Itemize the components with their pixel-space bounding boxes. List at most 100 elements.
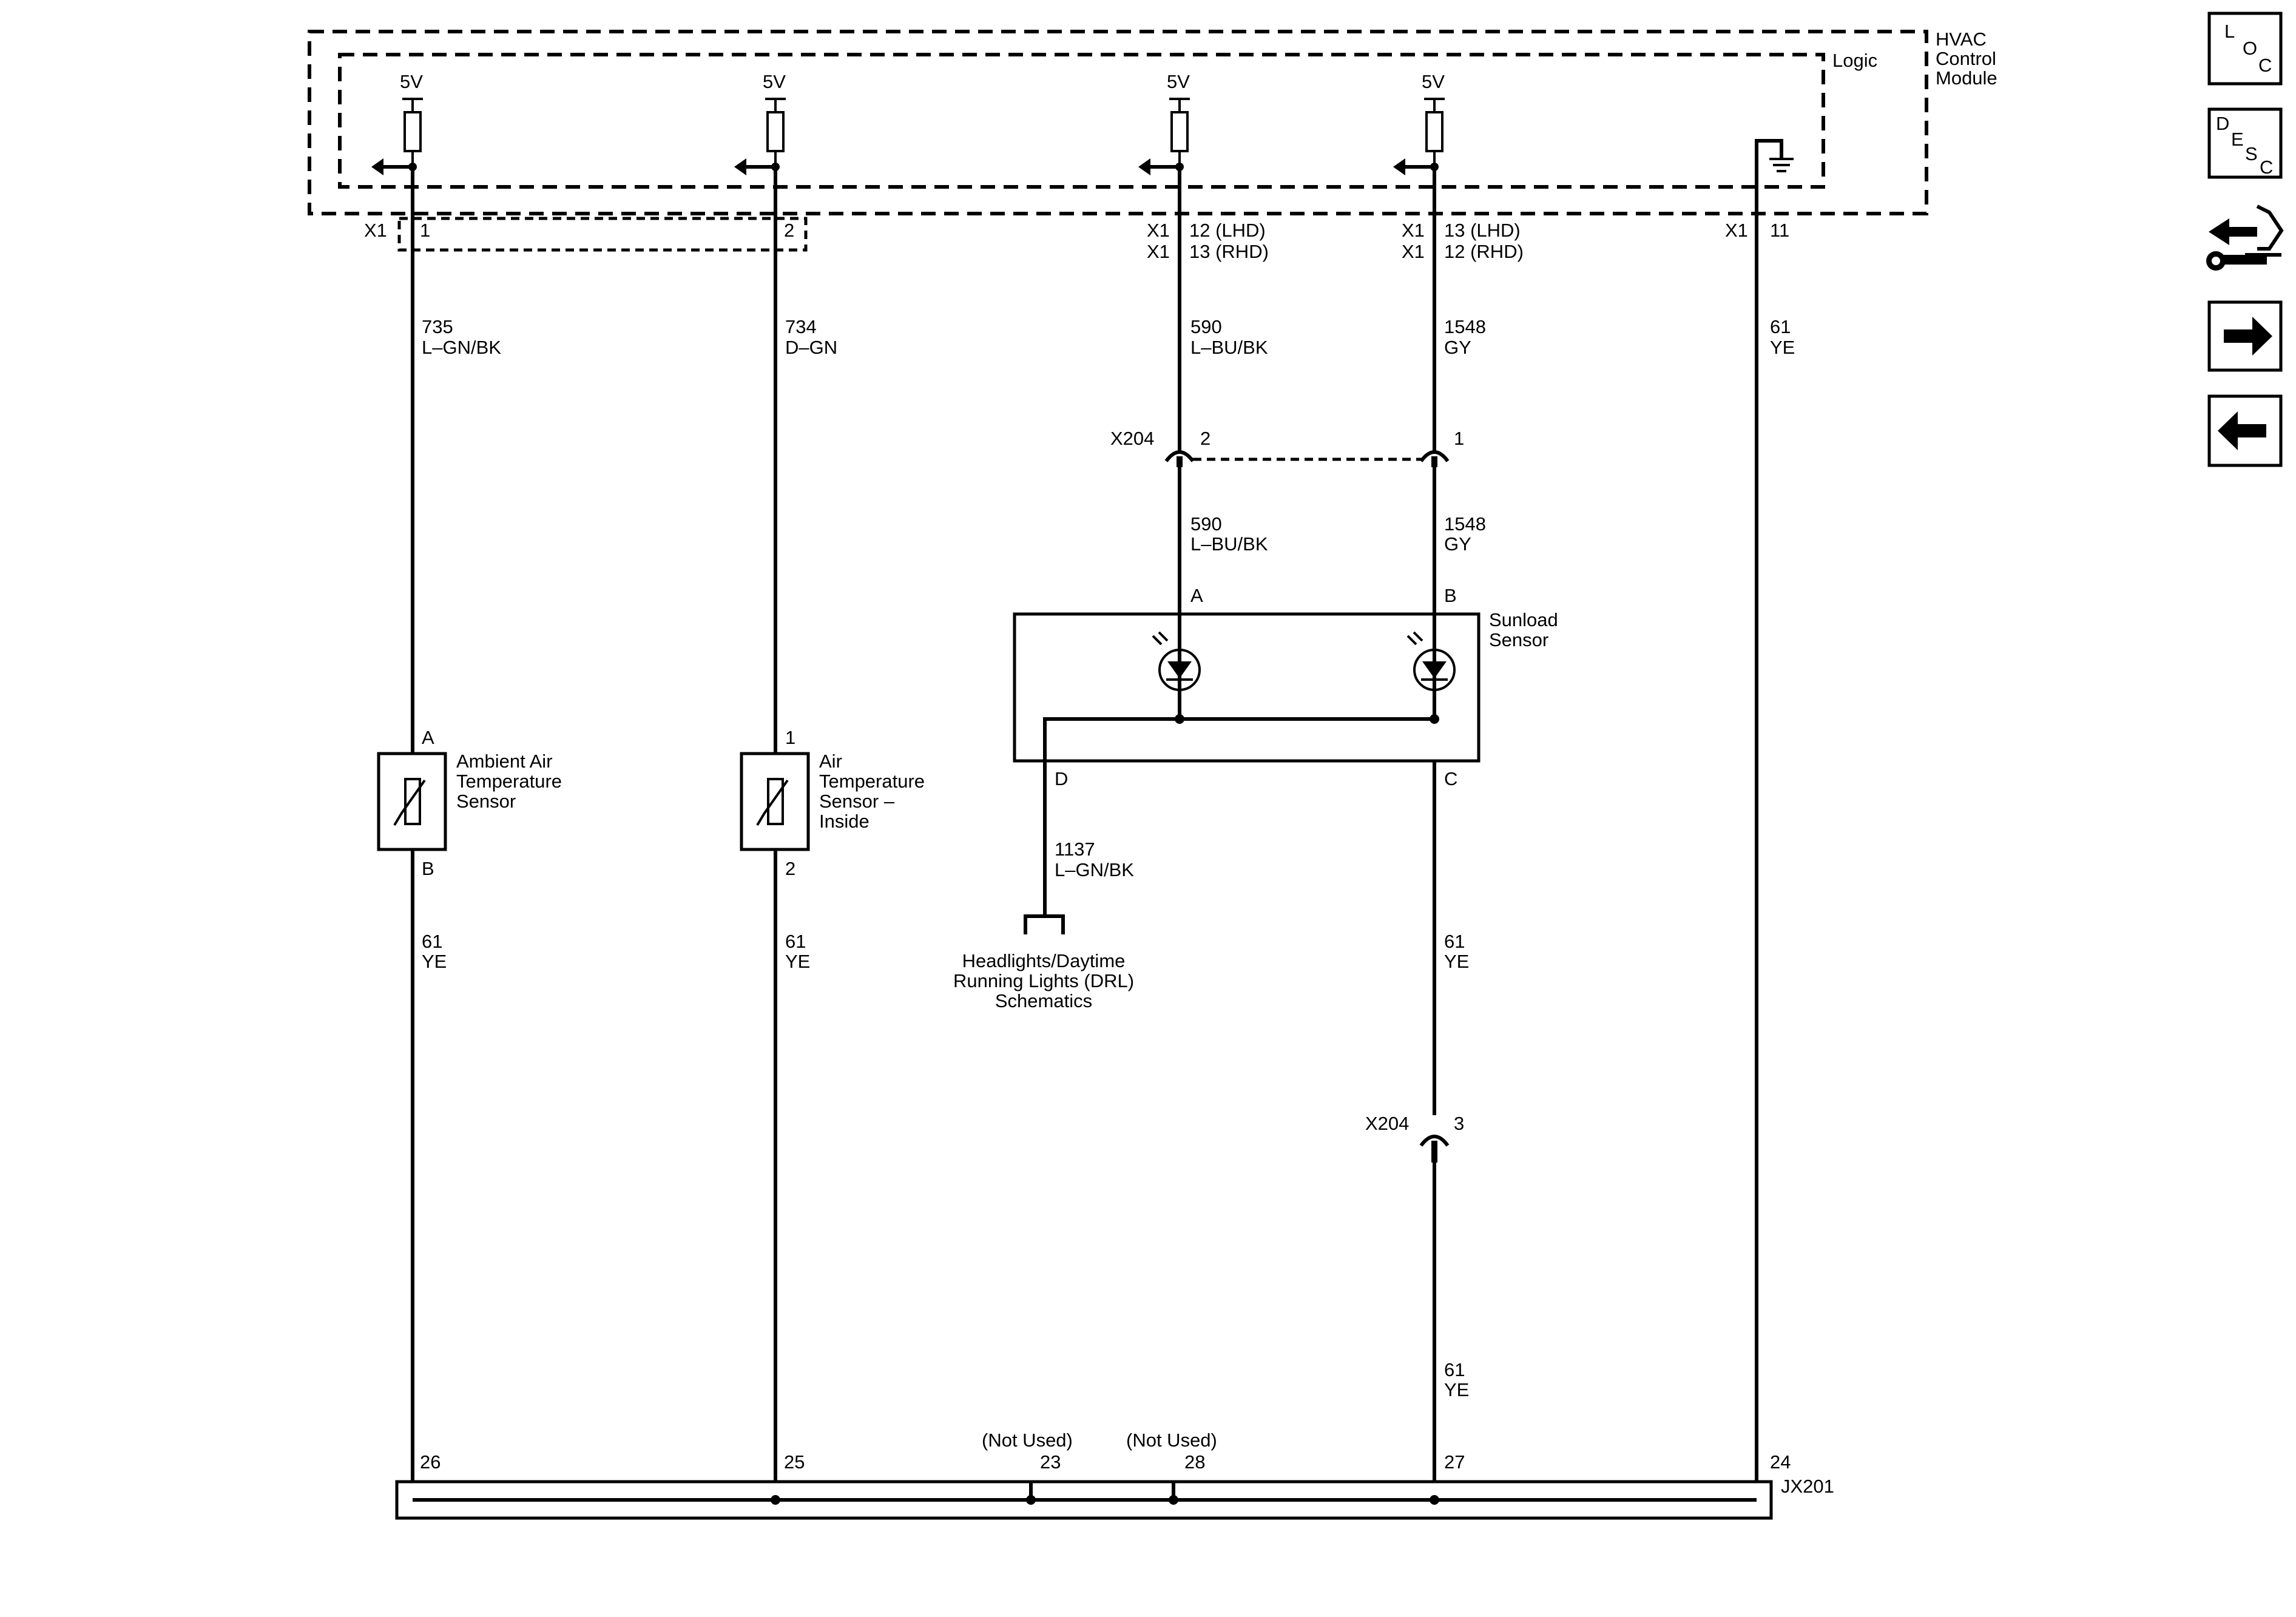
x1-connector-label: X1: [1402, 220, 1425, 241]
thermistor-icon: [756, 778, 789, 826]
x204-pin-2: 2: [1200, 428, 1210, 449]
sensor-pin-b: B: [422, 858, 434, 879]
sensor-name-line-2: Temperature: [819, 771, 925, 792]
x1-pin-2: 2: [784, 220, 794, 241]
desc-button[interactable]: D E S C: [2207, 107, 2283, 179]
x204-pin-3: 3: [1454, 1113, 1464, 1134]
sensor-name-line-4: Inside: [819, 811, 869, 832]
thermistor-icon: [393, 778, 426, 826]
circuit-sunload-a: 590 L–BU/BK X204 2 590 L–BU/BK A: [1110, 167, 1268, 720]
connector-repair-icon: [2206, 204, 2284, 271]
wire-circuit-number: 590: [1190, 513, 1222, 535]
x1-connector-label: X1: [364, 220, 387, 241]
connector-repair-button[interactable]: [2206, 204, 2284, 271]
sunload-pin-b: B: [1444, 585, 1457, 606]
loc-button[interactable]: L O C: [2207, 12, 2283, 86]
x204-female-terminal: [1164, 450, 1195, 462]
sensor-name-line-1: Ambient Air: [456, 751, 553, 772]
loc-letter-l: L: [2224, 21, 2235, 42]
supply-label: 5V: [400, 71, 423, 92]
wire-circuit-number: 61: [422, 931, 442, 952]
photodiode-icon: [1406, 631, 1456, 691]
module-outer-boundary: [308, 30, 1928, 215]
reference-arrow-icon: [1024, 914, 1065, 934]
sensor-name-line-3: Sensor –: [819, 791, 895, 812]
circuit-ambient-air-temp: 735 L–GN/BK A Ambient Air Temperature Se…: [377, 167, 562, 1500]
wire-color: D–GN: [785, 337, 837, 358]
module-name-line-1: HVAC: [1936, 29, 1987, 50]
logic-boundary: [338, 53, 1825, 189]
wire-circuit-number: 1548: [1444, 513, 1486, 535]
supply-sunload-a: 5V: [1138, 71, 1190, 175]
hvac-control-module: Logic HVAC Control Module: [308, 29, 1997, 215]
module-ground-symbol: [1755, 139, 1794, 1480]
nav-buttons: L O C D E S C: [2206, 12, 2284, 467]
arrow-left-icon: [2218, 411, 2266, 450]
previous-page-button[interactable]: [2207, 394, 2283, 467]
circuit-ground: 61 YE: [1770, 316, 1795, 358]
supply-ambient: 5V: [371, 71, 423, 175]
x1-pin-11: 11: [1770, 220, 1789, 241]
inside-air-temp-sensor: [740, 752, 810, 851]
reference-line-2: Running Lights (DRL): [953, 970, 1134, 991]
jx201-pin-27: 27: [1444, 1451, 1465, 1473]
sensor-name-line-3: Sensor: [456, 791, 516, 812]
logic-label: Logic: [1832, 50, 1877, 71]
reference-line-1: Headlights/Daytime: [962, 950, 1126, 971]
wire-color: YE: [422, 951, 447, 972]
sensor-name-line-1: Air: [819, 751, 842, 772]
wire-circuit-number: 61: [1444, 931, 1465, 952]
loc-letter-o: O: [2243, 38, 2257, 59]
wire-color: GY: [1444, 337, 1471, 358]
x1-pin-rhd: 12 (RHD): [1444, 241, 1524, 262]
not-used-label: (Not Used): [1126, 1430, 1217, 1451]
jx201-pin-23: 23: [1040, 1451, 1061, 1473]
wire-color: YE: [1444, 1379, 1469, 1400]
wire-color: L–BU/BK: [1190, 337, 1268, 358]
wire-circuit-number: 1548: [1444, 316, 1486, 337]
sensor-pin-a: A: [422, 727, 434, 748]
sunload-sensor: Sunload Sensor D 1137 L–GN/BK Headlights…: [953, 609, 1558, 1011]
supply-label: 5V: [1167, 71, 1190, 92]
sunload-pin-c: C: [1444, 768, 1457, 789]
sunload-pin-a: A: [1190, 585, 1203, 606]
x1-pin-lhd: 12 (LHD): [1189, 220, 1266, 241]
photodiode-icon: [1152, 631, 1201, 691]
sensor-name-line-2: Temperature: [456, 771, 562, 792]
jx201-splice-pack: JX201 26 25 (Not Used) 23 (Not Used) 28 …: [395, 1430, 1834, 1520]
sunload-sensor-housing: [1013, 612, 1481, 763]
circuit-inside-air-temp: 734 D–GN 1 Air Temperature Sensor – Insi…: [740, 167, 925, 1500]
supply-inside: 5V: [734, 71, 786, 175]
wire-color: GY: [1444, 533, 1471, 555]
arrow-right-icon: [2224, 317, 2272, 356]
module-name-line-2: Control: [1936, 48, 1996, 69]
wire-color: L–BU/BK: [1190, 533, 1268, 555]
x1-connector-label: X1: [1147, 220, 1170, 241]
jx201-pin-28: 28: [1184, 1451, 1205, 1473]
loc-letter-c: C: [2258, 55, 2272, 76]
wire-color: YE: [1444, 951, 1469, 972]
x1-connector-label: X1: [1147, 241, 1170, 262]
jx201-pin-25: 25: [784, 1451, 805, 1473]
x204-connector-label: X204: [1365, 1113, 1409, 1134]
x1-connector-label: X1: [1725, 220, 1748, 241]
x204-pin-1: 1: [1454, 428, 1464, 449]
sunload-name-line-1: Sunload: [1489, 609, 1558, 630]
wire-circuit-number: 61: [785, 931, 806, 952]
x1-connector-label: X1: [1402, 241, 1425, 262]
jx201-label: JX201: [1781, 1476, 1834, 1497]
circuit-sunload-b: 1 1548 GY 1548 GY B C 61 YE X204 3 61 YE: [1365, 167, 1486, 1500]
sensor-pin-1: 1: [785, 727, 795, 748]
wire-color: L–GN/BK: [422, 337, 501, 358]
x204-female-terminal: [1419, 1135, 1450, 1147]
desc-letter-s: S: [2245, 143, 2258, 164]
sunload-name-line-2: Sensor: [1489, 629, 1548, 650]
x1-pin-lhd: 13 (LHD): [1444, 220, 1521, 241]
wire-circuit-number: 61: [1770, 316, 1791, 337]
x1-shared-connector-outline: [397, 217, 808, 252]
x1-pin-rhd: 13 (RHD): [1189, 241, 1269, 262]
next-page-button[interactable]: [2207, 300, 2283, 372]
wire-circuit-number: 735: [422, 316, 453, 337]
sunload-pin-d: D: [1055, 768, 1068, 789]
